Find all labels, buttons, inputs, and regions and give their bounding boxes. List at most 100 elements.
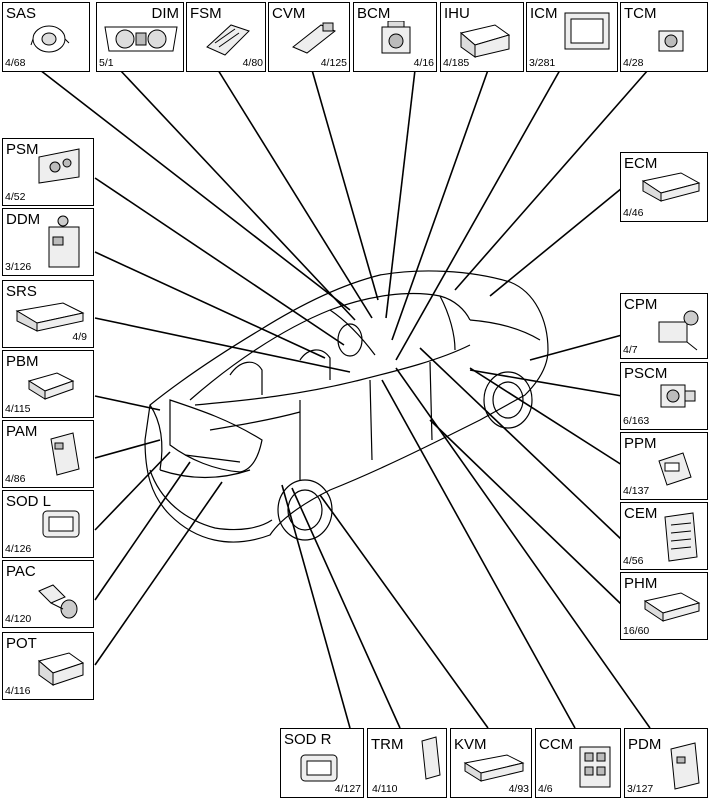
module-box-fsm[interactable]: FSM 4/80 <box>186 2 266 72</box>
module-code: KVM <box>454 736 487 753</box>
psm-module-icon <box>38 148 80 184</box>
module-ref: 6/163 <box>623 415 650 427</box>
module-ref: 5/1 <box>99 57 114 69</box>
module-ref: 3/127 <box>627 783 654 795</box>
steering-angle-sensor-icon <box>30 25 70 53</box>
module-code: CCM <box>539 736 574 753</box>
module-box-pbm[interactable]: PBM 4/115 <box>2 350 94 418</box>
module-ref: 4/93 <box>508 783 529 795</box>
pbm-module-icon <box>27 372 75 400</box>
car-illustration <box>144 270 549 543</box>
module-box-sas[interactable]: SAS 4/68 <box>2 2 90 72</box>
module-box-psm[interactable]: PSM 4/52 <box>2 138 94 206</box>
module-box-ihu[interactable]: IHU 4/185 <box>440 2 524 72</box>
module-box-srs[interactable]: SRS 4/9 <box>2 280 94 348</box>
module-box-ppm[interactable]: PPM 4/137 <box>620 432 708 500</box>
module-box-pot[interactable]: POT 4/116 <box>2 632 94 700</box>
ihu-module-icon <box>459 24 511 58</box>
driver-information-module-icon <box>104 26 178 52</box>
module-ref: 4/6 <box>538 783 553 795</box>
cem-module-icon <box>664 512 698 562</box>
srs-module-icon <box>15 302 85 332</box>
module-box-kvm[interactable]: KVM 4/93 <box>450 728 532 798</box>
module-box-sodr[interactable]: SOD R 4/127 <box>280 728 364 798</box>
sodr-module-icon <box>300 754 338 782</box>
module-ref: 4/80 <box>242 57 263 69</box>
module-ref: 4/7 <box>623 344 638 356</box>
module-ref: 3/126 <box>5 261 32 273</box>
module-box-dim[interactable]: DIM 5/1 <box>96 2 184 72</box>
module-code: CVM <box>272 5 306 22</box>
icm-module-icon <box>564 12 610 50</box>
module-code: PSM <box>6 141 39 158</box>
cpm-module-icon <box>658 310 699 351</box>
module-code: BCM <box>357 5 391 22</box>
module-code: TRM <box>371 736 404 753</box>
cvm-module-icon <box>292 22 336 54</box>
module-code: PBM <box>6 353 39 370</box>
module-box-pscm[interactable]: PSCM 6/163 <box>620 362 708 430</box>
module-ref: 4/185 <box>443 57 470 69</box>
module-box-pac[interactable]: PAC 4/120 <box>2 560 94 628</box>
module-code: FSM <box>190 5 222 22</box>
module-code: PAC <box>6 563 36 580</box>
module-box-ccm[interactable]: CCM 4/6 <box>535 728 621 798</box>
module-code: POT <box>6 635 37 652</box>
pdm-module-icon <box>670 742 700 790</box>
module-code: SRS <box>6 283 37 300</box>
ccm-module-icon <box>579 746 611 788</box>
module-box-bcm[interactable]: BCM 4/16 <box>353 2 437 72</box>
module-code: DDM <box>6 211 41 228</box>
ddm-module-icon <box>48 215 80 268</box>
pam-module-icon <box>50 432 80 476</box>
module-ref: 16/60 <box>623 625 650 637</box>
module-code: CPM <box>624 296 658 313</box>
module-code: IHU <box>444 5 470 22</box>
module-code: PSCM <box>624 365 668 382</box>
module-code: CEM <box>624 505 658 522</box>
module-code: ECM <box>624 155 658 172</box>
kvm-module-icon <box>463 754 525 782</box>
module-ref: 4/110 <box>372 783 398 795</box>
module-code: SAS <box>6 5 37 22</box>
module-ref: 4/125 <box>320 57 347 69</box>
module-ref: 4/127 <box>334 783 361 795</box>
module-code: PAM <box>6 423 38 440</box>
module-code: SOD L <box>6 493 52 510</box>
module-box-tcm[interactable]: TCM 4/28 <box>620 2 708 72</box>
module-ref: 4/16 <box>413 57 434 69</box>
module-box-cpm[interactable]: CPM 4/7 <box>620 293 708 359</box>
ecm-module-icon <box>641 172 701 202</box>
module-box-ecm[interactable]: ECM 4/46 <box>620 152 708 222</box>
module-code: PHM <box>624 575 658 592</box>
module-ref: 4/68 <box>5 57 26 69</box>
pac-module-icon <box>38 584 78 619</box>
module-ref: 4/56 <box>623 555 644 567</box>
module-box-ddm[interactable]: DDM 3/126 <box>2 208 94 276</box>
module-box-pam[interactable]: PAM 4/86 <box>2 420 94 488</box>
module-code: SOD R <box>284 731 332 748</box>
module-ref: 4/120 <box>5 613 32 625</box>
leader-lines <box>39 69 651 729</box>
module-code: DIM <box>151 5 180 22</box>
module-box-cvm[interactable]: CVM 4/125 <box>268 2 350 72</box>
module-code: PDM <box>628 736 662 753</box>
module-ref: 4/52 <box>5 191 26 203</box>
module-box-trm[interactable]: TRM 4/110 <box>367 728 447 798</box>
module-ref: 4/46 <box>623 207 644 219</box>
sodl-module-icon <box>42 510 80 538</box>
module-box-phm[interactable]: PHM 16/60 <box>620 572 708 640</box>
module-ref: 4/115 <box>5 403 31 415</box>
phm-module-icon <box>643 592 701 622</box>
tcm-module-icon <box>658 30 684 52</box>
module-code: PPM <box>624 435 657 452</box>
bcm-module-icon <box>381 21 411 54</box>
module-box-pdm[interactable]: PDM 3/127 <box>624 728 708 798</box>
module-box-cem[interactable]: CEM 4/56 <box>620 502 708 570</box>
ppm-module-icon <box>658 452 692 486</box>
module-box-sodl[interactable]: SOD L 4/126 <box>2 490 94 558</box>
pot-module-icon <box>37 652 85 686</box>
module-ref: 4/116 <box>5 685 31 697</box>
module-ref: 3/281 <box>529 57 556 69</box>
module-box-icm[interactable]: ICM 3/281 <box>526 2 618 72</box>
